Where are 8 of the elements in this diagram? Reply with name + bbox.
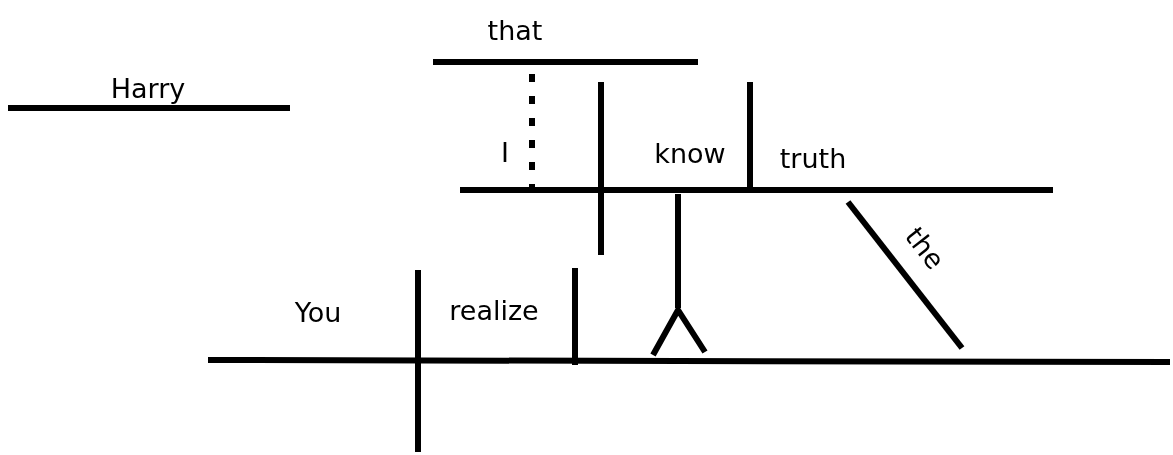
word-label: that bbox=[487, 16, 543, 44]
word-label: the bbox=[900, 222, 950, 274]
word-label: know bbox=[654, 139, 726, 167]
word-label: realize bbox=[449, 296, 539, 324]
word-label: Harry bbox=[110, 74, 186, 102]
word-label: truth bbox=[779, 144, 847, 172]
word-label: You bbox=[294, 298, 342, 326]
word-label: I bbox=[501, 138, 509, 166]
